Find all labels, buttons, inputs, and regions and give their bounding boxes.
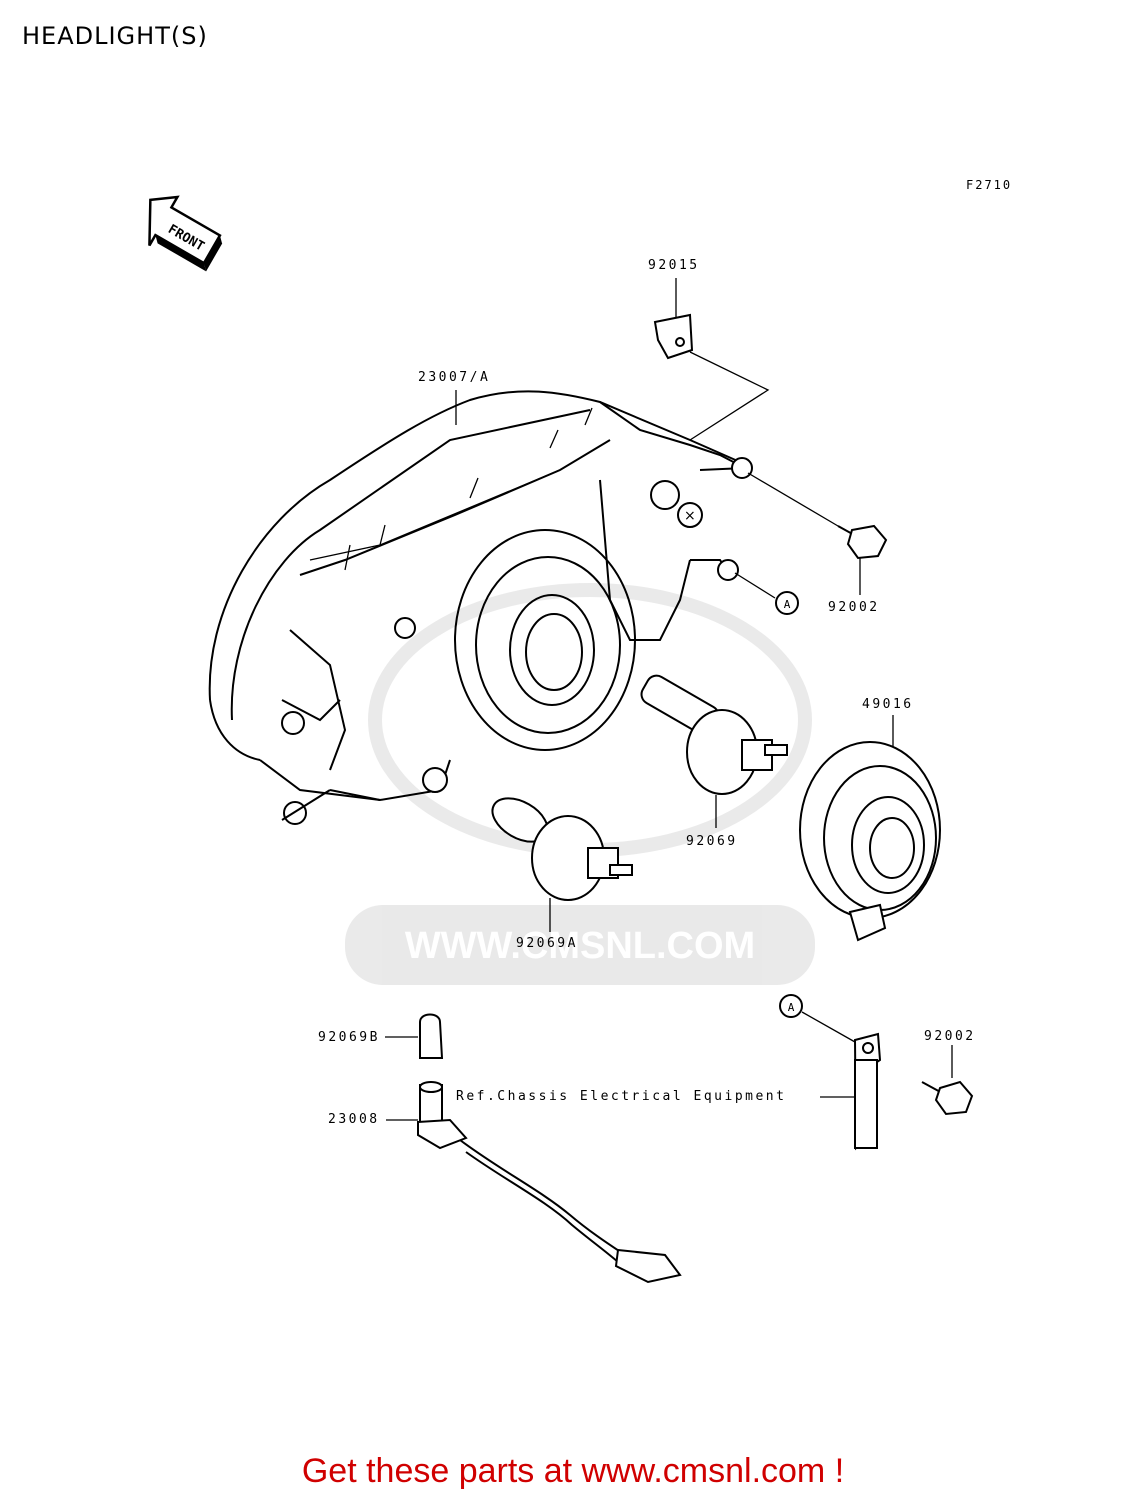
callout-a-letter-bottom: A — [788, 1001, 795, 1014]
dust-boot-49016 — [799, 715, 941, 942]
svg-text:×: × — [684, 508, 696, 524]
footer-link-text[interactable]: Get these parts at www.cmsnl.com ! — [301, 1452, 845, 1490]
part-label-92015: 92015 — [648, 258, 700, 273]
socket-23008 — [386, 1081, 682, 1284]
page-title: HEADLIGHT(S) — [22, 22, 208, 50]
bulb-92069 — [640, 674, 788, 828]
part-label-49016: 49016 — [862, 697, 914, 712]
bolt-92002-bottom — [921, 1045, 974, 1116]
reference-note: Ref.Chassis Electrical Equipment — [456, 1089, 787, 1104]
part-label-92069: 92069 — [686, 834, 738, 849]
headlight-housing: × — [208, 390, 753, 825]
part-label-23007a: 23007/A — [418, 370, 491, 385]
front-arrow-icon: FRONT — [148, 195, 223, 272]
bolt-92002-top — [747, 472, 888, 595]
part-label-92069a: 92069A — [516, 936, 578, 951]
part-label-23008: 23008 — [328, 1112, 380, 1127]
figure-code: F2710 — [966, 178, 1013, 192]
ground-strip: A — [779, 994, 882, 1151]
bulb-92069a — [491, 797, 633, 932]
clip-nut-92015 — [653, 278, 694, 360]
part-label-92002-bottom: 92002 — [924, 1029, 976, 1044]
bulb-92069b — [385, 1013, 444, 1059]
part-label-92069b: 92069B — [318, 1030, 380, 1045]
callout-a-letter: A — [784, 598, 791, 611]
watermark-logo: WWW.CMSNL.COM — [345, 583, 815, 985]
callout-a-top: A — [734, 572, 799, 615]
part-label-92002-top: 92002 — [828, 600, 880, 615]
watermark-text: WWW.CMSNL.COM — [405, 925, 755, 967]
